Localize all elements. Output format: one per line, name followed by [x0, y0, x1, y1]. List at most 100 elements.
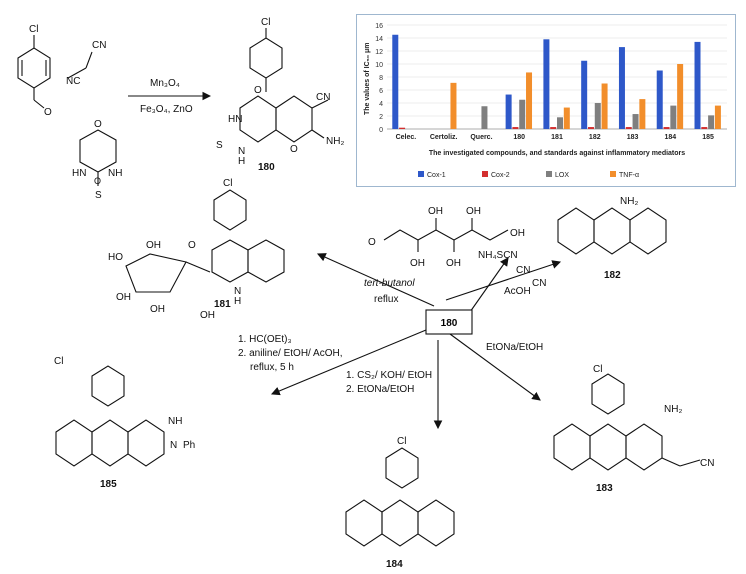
chart-bar [714, 105, 721, 129]
svg-text:OH: OH [150, 304, 165, 315]
reagent-184-step2: 2. EtONa/EtOH [346, 384, 414, 395]
svg-text:CN: CN [516, 265, 530, 276]
svg-text:NC: NC [66, 76, 80, 87]
svg-text:S: S [216, 140, 223, 151]
chart-y-axis-label: The values of IC₅₀ μm [364, 43, 371, 116]
center-compound-box [425, 309, 473, 335]
chart-bar [632, 114, 639, 129]
chart-y-tick-label: 14 [375, 36, 383, 43]
center-compound-label: 180 [441, 318, 458, 329]
svg-text:NH₂: NH₂ [326, 136, 344, 147]
svg-text:Cl: Cl [223, 178, 232, 189]
chart-y-tick-label: 2 [379, 114, 383, 121]
chart-y-tick-label: 12 [375, 49, 383, 56]
chart-y-tick-label: 8 [379, 75, 383, 82]
reagent-reflux: reflux [374, 294, 398, 305]
svg-text:OH: OH [116, 292, 131, 303]
chart-y-tick-label: 6 [379, 88, 383, 95]
compound-181-structure [125, 189, 285, 293]
svg-text:O: O [94, 119, 102, 130]
chart-bar [543, 39, 550, 129]
svg-text:CN: CN [532, 278, 546, 289]
compound-number-185: 185 [100, 479, 117, 490]
chart-bar [618, 47, 625, 129]
compound-185-structure [55, 365, 165, 467]
reagent-nh4scn: NH₄SCN [478, 250, 518, 261]
chart-y-tick-label: 4 [379, 101, 383, 108]
chart-bar [481, 106, 488, 129]
chart-bar [639, 99, 646, 129]
chart-bar [701, 127, 708, 129]
svg-text:O: O [368, 237, 376, 248]
svg-text:N: N [238, 146, 245, 157]
chart-bar [677, 64, 684, 129]
svg-text:H: H [234, 296, 241, 307]
chlorobenzaldehyde-structure [17, 35, 51, 109]
chart-bar [594, 103, 601, 129]
chart-bar [392, 34, 399, 129]
svg-text:NH₂: NH₂ [664, 404, 682, 415]
svg-text:NH₂: NH₂ [620, 196, 638, 207]
chart-x-tick-label: 183 [627, 134, 639, 141]
svg-text:HN: HN [72, 168, 86, 179]
svg-text:O: O [188, 240, 196, 251]
chart-bar [505, 94, 512, 129]
chart-x-tick-label: 181 [551, 134, 563, 141]
reagent-acoh: AcOH [504, 286, 531, 297]
chart-bar [563, 107, 570, 129]
svg-text:O: O [44, 107, 52, 118]
chart-bar [663, 127, 670, 129]
chart-bar [708, 115, 715, 129]
chart-x-tick-label: Celec. [396, 134, 417, 141]
compound-number-180: 180 [258, 162, 275, 173]
ic50-chart-panel: The values of IC₅₀ μm The investigated c… [356, 14, 736, 187]
chart-bar [450, 82, 457, 129]
reagent-tert-butanol: tert-butanol [364, 278, 415, 289]
svg-text:OH: OH [410, 258, 425, 269]
chart-bar [557, 117, 563, 129]
chart-x-tick-label: 182 [589, 134, 601, 141]
compound-number-181: 181 [214, 299, 231, 310]
svg-text:Cl: Cl [29, 24, 38, 35]
chart-bar [399, 127, 406, 129]
reagent-184-step1: 1. CS₂/ KOH/ EtOH [346, 370, 432, 381]
chart-bar [601, 83, 608, 129]
compound-number-184: 184 [386, 559, 403, 570]
chart-legend-swatch [482, 171, 488, 177]
chart-y-tick-label: 10 [375, 62, 383, 69]
chart-legend-swatch [610, 171, 616, 177]
svg-text:OH: OH [446, 258, 461, 269]
svg-text:Cl: Cl [397, 436, 406, 447]
chart-x-tick-label: 180 [513, 134, 525, 141]
chart-bar [550, 127, 557, 129]
svg-text:HO: HO [108, 252, 123, 263]
chart-bar [581, 60, 588, 129]
chart-bar [670, 105, 677, 129]
svg-text:H: H [238, 156, 245, 167]
svg-text:O: O [290, 144, 298, 155]
svg-text:N: N [234, 286, 241, 297]
thiobarbituric-acid-structure [79, 129, 117, 186]
chart-bar [526, 72, 533, 129]
svg-text:HN: HN [228, 114, 242, 125]
compound-183-structure [553, 373, 701, 471]
chart-bar [694, 41, 701, 129]
compound-number-182: 182 [604, 270, 621, 281]
svg-text:S: S [95, 190, 102, 201]
chart-legend-label: Cox-2 [491, 172, 510, 179]
chart-bar [519, 99, 526, 129]
chart-legend-label: Cox-1 [427, 172, 446, 179]
svg-text:CN: CN [316, 92, 330, 103]
chart-legend-swatch [546, 171, 552, 177]
svg-text:NH: NH [168, 416, 182, 427]
svg-text:CN: CN [92, 40, 106, 51]
reagent-fe3o4-zno: Fe₃O₄, ZnO [140, 104, 193, 115]
svg-text:CN: CN [700, 458, 714, 469]
svg-text:Cl: Cl [593, 364, 602, 375]
svg-text:OH: OH [466, 206, 481, 217]
svg-text:OH: OH [200, 310, 215, 321]
reagent-185-step3: reflux, 5 h [250, 362, 294, 373]
ic50-bar-chart: The values of IC₅₀ μm The investigated c… [364, 23, 727, 179]
chart-y-tick-label: 0 [379, 127, 383, 134]
svg-text:N: N [170, 440, 177, 451]
